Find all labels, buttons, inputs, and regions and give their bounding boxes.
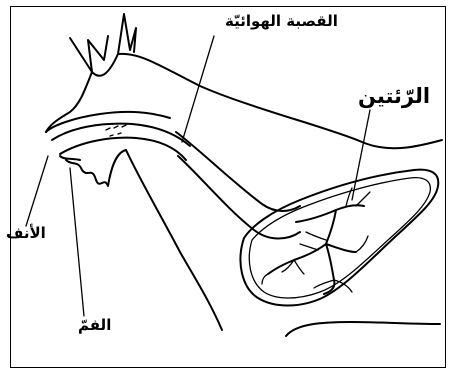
chest-bottom xyxy=(286,322,440,336)
horns xyxy=(118,14,136,54)
neck-outline xyxy=(126,150,222,330)
label-trachea: القصبة الهوائيّة xyxy=(225,14,338,29)
lower-jaw xyxy=(66,150,126,186)
bronchus-branch-2 xyxy=(268,244,326,274)
nasal-passage-lower xyxy=(60,138,186,160)
label-lungs: الرّئتين xyxy=(358,86,430,107)
face-outline xyxy=(46,72,92,132)
label-nose: الأنف xyxy=(6,226,46,241)
bronchus-branch-1 xyxy=(326,210,336,244)
bronchiole-a xyxy=(262,260,304,284)
bronchus-main xyxy=(296,205,364,222)
leader-mouth xyxy=(70,168,84,316)
bronchus-branch-4 xyxy=(326,244,356,252)
bronchus-branch-3 xyxy=(324,244,334,294)
nasal-passage-upper xyxy=(52,124,190,146)
nasal-dots xyxy=(106,125,126,136)
leader-nose xyxy=(26,156,48,226)
ear-left xyxy=(70,36,108,72)
mouth-opening xyxy=(60,156,80,160)
bronchiole-c xyxy=(346,188,370,252)
label-mouth: الفمّ xyxy=(78,318,111,333)
trachea-wall-lower xyxy=(178,156,300,239)
